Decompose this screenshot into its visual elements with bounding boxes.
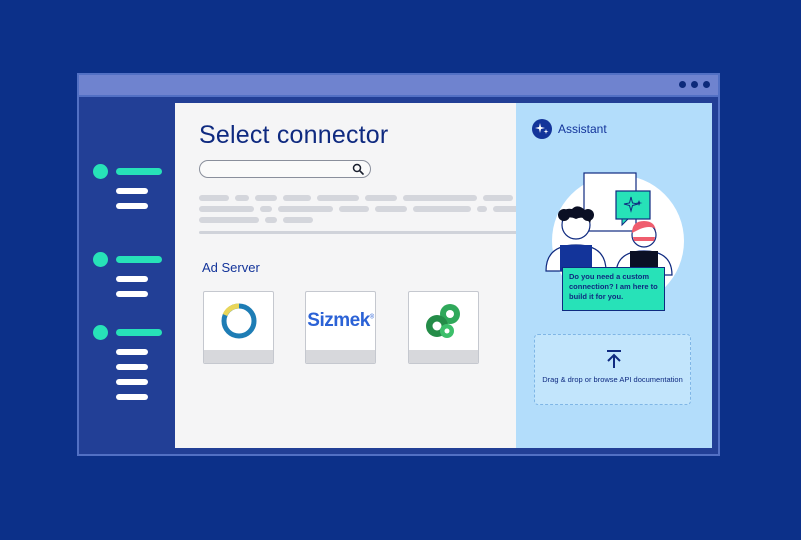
search-icon[interactable] xyxy=(352,163,364,175)
sidebar-group-2[interactable] xyxy=(93,251,162,297)
sidebar xyxy=(79,99,175,452)
green-rings-logo-icon xyxy=(409,292,478,350)
sidebar-group-3[interactable] xyxy=(93,324,162,400)
section-label-ad-server: Ad Server xyxy=(202,260,260,275)
sidebar-item-active[interactable] xyxy=(93,163,162,179)
window-titlebar xyxy=(79,75,718,97)
active-dot-icon xyxy=(93,163,108,179)
sizmek-logo-text: Sizmek xyxy=(307,310,370,331)
sidebar-subitem[interactable] xyxy=(116,276,148,282)
api-docs-dropzone[interactable]: Drag & drop or browse API documentation xyxy=(534,334,691,405)
page-title: Select connector xyxy=(199,121,389,149)
connector-card-green-rings[interactable] xyxy=(408,291,479,364)
sidebar-subitem[interactable] xyxy=(116,379,148,385)
assistant-title: Assistant xyxy=(558,122,607,136)
sidebar-subitem[interactable] xyxy=(116,291,148,297)
active-dot-icon xyxy=(93,324,108,340)
connector-card-circle[interactable] xyxy=(203,291,274,364)
description-skeleton-line xyxy=(199,206,516,212)
assistant-panel: Assistant Do you need a custom c xyxy=(516,103,712,448)
browser-window: Select connector Ad Server xyxy=(77,73,720,456)
description-skeleton-line xyxy=(199,217,313,223)
sidebar-subitem[interactable] xyxy=(116,188,148,194)
sparkle-icon xyxy=(532,119,552,139)
search-input[interactable] xyxy=(199,160,371,178)
sidebar-subitem[interactable] xyxy=(116,364,148,370)
dot-icon xyxy=(703,81,710,88)
sidebar-label-placeholder xyxy=(116,328,162,336)
sidebar-item-active[interactable] xyxy=(93,251,162,267)
dot-icon xyxy=(679,81,686,88)
connector-card-sizmek[interactable]: Sizmek® xyxy=(305,291,376,364)
assistant-header: Assistant xyxy=(532,119,607,139)
card-footer xyxy=(409,350,478,363)
sidebar-group-1[interactable] xyxy=(93,163,162,209)
sidebar-subitem[interactable] xyxy=(116,394,148,400)
sidebar-item-active[interactable] xyxy=(93,324,162,340)
card-footer xyxy=(306,350,375,363)
divider xyxy=(199,231,516,234)
sidebar-subitem[interactable] xyxy=(116,349,148,355)
active-dot-icon xyxy=(93,251,108,267)
sidebar-subitem[interactable] xyxy=(116,203,148,209)
upload-icon xyxy=(607,350,621,368)
card-footer xyxy=(204,350,273,363)
sidebar-label-placeholder xyxy=(116,255,162,263)
window-menu-dots[interactable] xyxy=(679,81,710,88)
dot-icon xyxy=(691,81,698,88)
circle-logo-icon xyxy=(204,292,273,350)
sizmek-logo: Sizmek® xyxy=(307,310,374,331)
sidebar-label-placeholder xyxy=(116,167,162,175)
connector-panel: Select connector Ad Server xyxy=(175,103,516,448)
assistant-message-bubble: Do you need a custom connection? I am he… xyxy=(562,267,665,311)
description-skeleton-line xyxy=(199,195,516,201)
dropzone-text: Drag & drop or browse API documentation xyxy=(542,375,683,384)
